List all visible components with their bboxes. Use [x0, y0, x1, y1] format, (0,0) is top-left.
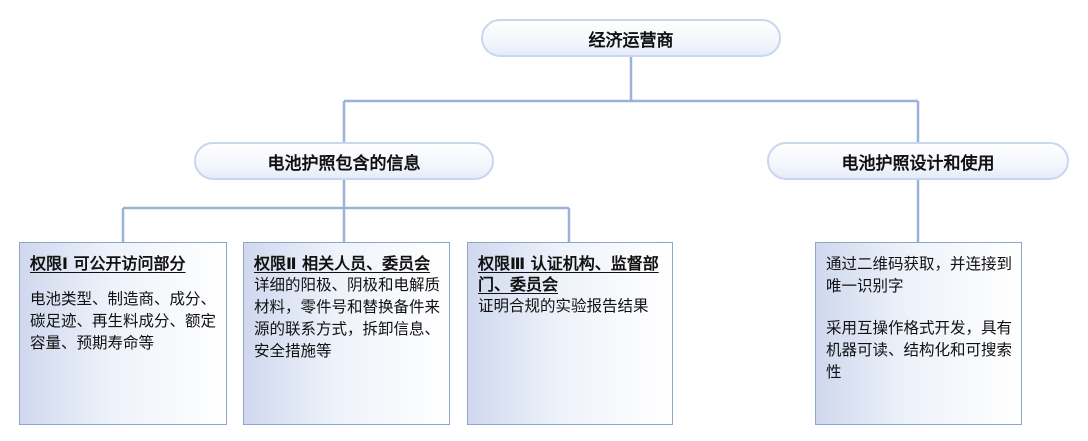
- box-text: 详细的阳极、阴极和电解质材料，零件号和替换备件来源的联系方式，拆卸信息、安全措施…: [254, 276, 441, 360]
- access-level-3-box: 权限Ⅲ 认证机构、监督部门、委员会 证明合规的实验报告结果: [467, 242, 673, 425]
- box-text: 证明合规的实验报告结果: [478, 297, 649, 315]
- access-level-1-box: 权限Ⅰ 可公开访问部分 电池类型、制造商、成分、碳足迹、再生料成分、额定容量、预…: [19, 242, 227, 425]
- box-title: 权限Ⅱ 相关人员、委员会: [254, 254, 431, 273]
- box-paragraph: 通过二维码获取，并连接到唯一识别字: [826, 255, 1013, 295]
- box-paragraph: 采用互操作格式开发，具有机器可读、结构化和可搜索性: [826, 319, 1013, 381]
- design-usage-box: 通过二维码获取，并连接到唯一识别字 采用互操作格式开发，具有机器可读、结构化和可…: [815, 242, 1022, 425]
- access-level-2-box: 权限Ⅱ 相关人员、委员会 详细的阳极、阴极和电解质材料，零件号和替换备件来源的联…: [243, 242, 450, 425]
- box-title: 权限Ⅲ 认证机构、监督部门、委员会: [478, 254, 659, 294]
- box-text: 电池类型、制造商、成分、碳足迹、再生料成分、额定容量、预期寿命等: [30, 290, 217, 352]
- branch-battery-passport-design: 电池护照设计和使用: [767, 142, 1069, 180]
- branch-battery-passport-info: 电池护照包含的信息: [194, 142, 494, 180]
- branch-label: 电池护照包含的信息: [267, 153, 421, 174]
- branch-label: 电池护照设计和使用: [841, 153, 995, 174]
- box-title: 权限Ⅰ 可公开访问部分: [30, 254, 186, 273]
- root-label: 经济运营商: [588, 30, 674, 51]
- root-node: 经济运营商: [481, 19, 781, 57]
